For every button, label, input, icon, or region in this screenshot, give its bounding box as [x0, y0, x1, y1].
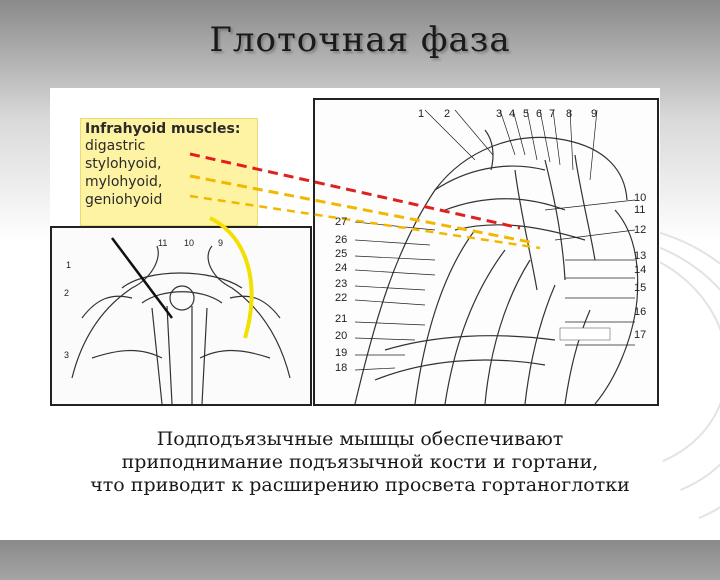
figure-number: 20	[335, 330, 348, 342]
figure-number: 2	[444, 108, 451, 120]
figure-number: 11	[634, 204, 646, 216]
figure-number: 5	[523, 108, 530, 120]
figure-number: 7	[549, 108, 556, 120]
figure-number: 9	[591, 108, 598, 120]
figure-number: 23	[335, 278, 348, 290]
muscle-label: mylohyoid,	[85, 174, 163, 190]
muscle-label: stylohyoid,	[85, 156, 162, 172]
figure-number: 10	[184, 238, 195, 248]
figure-number: 24	[335, 262, 348, 274]
figure-number: 16	[634, 306, 647, 318]
hyoid-drawing	[71, 237, 291, 405]
figure-number: 27	[335, 216, 348, 228]
figure-number: 13	[634, 250, 647, 262]
figure-number: 12	[634, 224, 647, 236]
figure-number: 18	[335, 362, 348, 374]
slide-title: Глоточная фаза	[209, 20, 511, 60]
figure-number: 10	[634, 192, 647, 204]
figure-number: 8	[566, 108, 573, 120]
infrahyoid-label-box: Infrahyoid muscles: digastric stylohyoid…	[80, 118, 258, 226]
figure-number: 25	[335, 248, 348, 260]
caption-line: Подподъязычные мышцы обеспечивают	[156, 428, 564, 450]
figure-number: 1	[66, 260, 72, 270]
caption-line: что приводит к расширению просвета горта…	[90, 474, 630, 496]
label-box-heading: Infrahyoid muscles:	[85, 121, 241, 137]
hyoid-illustration	[50, 226, 312, 406]
figure-number: 6	[536, 108, 543, 120]
figure-number: 19	[335, 347, 348, 359]
figure-number: 2	[64, 288, 70, 298]
figure-number: 1	[418, 108, 425, 120]
figure-number: 3	[64, 350, 70, 360]
figure-number: 4	[509, 108, 516, 120]
caption-line: приподнимание подъязычной кости и гортан…	[121, 451, 599, 473]
figure-number: 9	[218, 238, 224, 248]
anatomy-figure: Infrahyoid muscles: digastric stylohyoid…	[50, 88, 660, 406]
figure-number: 26	[335, 234, 348, 246]
figure-number: 22	[335, 292, 348, 304]
muscle-label: geniohyoid	[85, 192, 163, 208]
figure-number: 17	[634, 329, 647, 341]
figure-number: 3	[496, 108, 503, 120]
slide-caption: Подподъязычные мышцы обеспечивают припод…	[0, 428, 720, 497]
figure-number: 11	[158, 238, 168, 248]
figure-number: 14	[634, 264, 647, 276]
figure-number: 21	[335, 313, 348, 325]
neck-muscles-illustration	[313, 98, 659, 406]
figure-number: 15	[634, 282, 647, 294]
muscle-label: digastric	[85, 138, 146, 154]
neck-drawing	[354, 109, 639, 405]
